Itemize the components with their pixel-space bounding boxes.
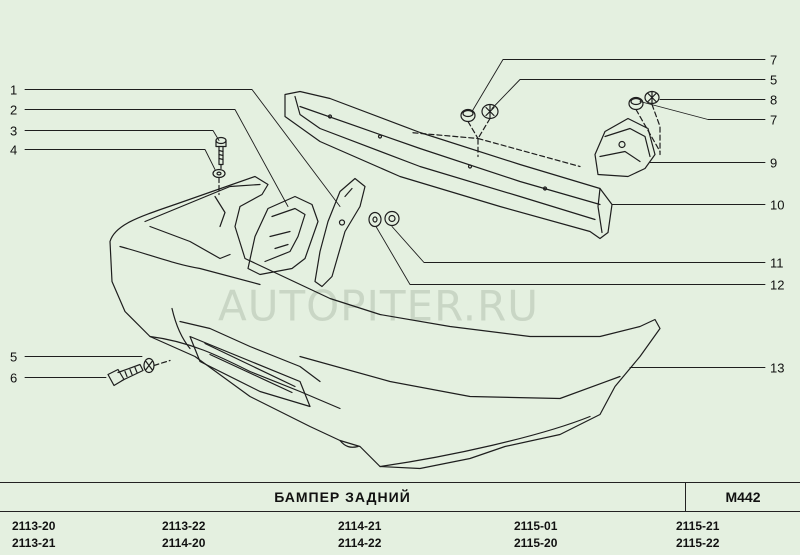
diagram-title: БАМПЕР ЗАДНИЙ <box>0 483 686 511</box>
model-code-column: 2115-01 2115-20 <box>514 518 557 552</box>
spacer-pair <box>368 210 400 228</box>
callout-12: 12 <box>770 278 784 293</box>
diagram-code: М442 <box>725 489 761 505</box>
callout-7-lower: 7 <box>770 113 777 128</box>
model-code: 2115-22 <box>676 536 720 550</box>
model-code: 2115-01 <box>514 519 558 533</box>
left-bracket <box>247 195 319 276</box>
callout-6: 6 <box>10 371 17 386</box>
watermark: AUTOPITER.RU <box>218 282 539 331</box>
callout-13: 13 <box>770 361 784 376</box>
right-nut-pair <box>628 90 660 111</box>
callout-3: 3 <box>10 124 17 139</box>
callout-9: 9 <box>770 156 777 171</box>
washer-small <box>212 168 226 179</box>
leader-lines-right <box>375 59 766 368</box>
callout-8: 8 <box>770 93 777 108</box>
callout-5-right: 5 <box>770 73 777 88</box>
bolt-small <box>215 136 227 166</box>
callout-10: 10 <box>770 198 784 213</box>
assembly-lines <box>153 103 661 367</box>
model-code: 2114-20 <box>162 536 206 550</box>
mounting-bracket <box>594 117 656 178</box>
model-code-column: 2115-21 2115-22 <box>676 518 719 552</box>
model-code: 2113-20 <box>12 519 56 533</box>
model-code: 2114-22 <box>338 536 382 550</box>
callouts-left: 1 2 3 4 5 6 <box>10 83 17 386</box>
callout-4: 4 <box>10 143 17 158</box>
model-code-column: 2113-22 2114-20 <box>162 518 205 552</box>
model-code-column: 2114-21 2114-22 <box>338 518 381 552</box>
bumper-beam <box>284 90 613 240</box>
callout-7-top: 7 <box>770 53 777 68</box>
model-code: 2115-21 <box>676 519 720 533</box>
model-codes: 2113-20 2113-21 2113-22 2114-20 2114-21 … <box>0 518 800 555</box>
leader-lines-left <box>24 89 341 378</box>
washer-large <box>143 357 155 374</box>
bumper-cover <box>109 175 661 470</box>
callout-2: 2 <box>10 103 17 118</box>
model-code-column: 2113-20 2113-21 <box>12 518 55 552</box>
title-bar: БАМПЕР ЗАДНИЙ М442 <box>0 482 800 512</box>
top-nut-pair <box>460 103 499 123</box>
model-code: 2113-22 <box>162 519 206 533</box>
bolt-large <box>107 363 144 387</box>
model-code: 2114-21 <box>338 519 382 533</box>
model-code: 2113-21 <box>12 536 56 550</box>
callout-1: 1 <box>10 83 17 98</box>
callout-11: 11 <box>770 256 784 271</box>
side-support <box>314 177 366 288</box>
model-code: 2115-20 <box>514 536 558 550</box>
callout-5-left: 5 <box>10 350 17 365</box>
callouts-right: 7 5 8 7 9 10 11 12 13 <box>770 53 784 376</box>
